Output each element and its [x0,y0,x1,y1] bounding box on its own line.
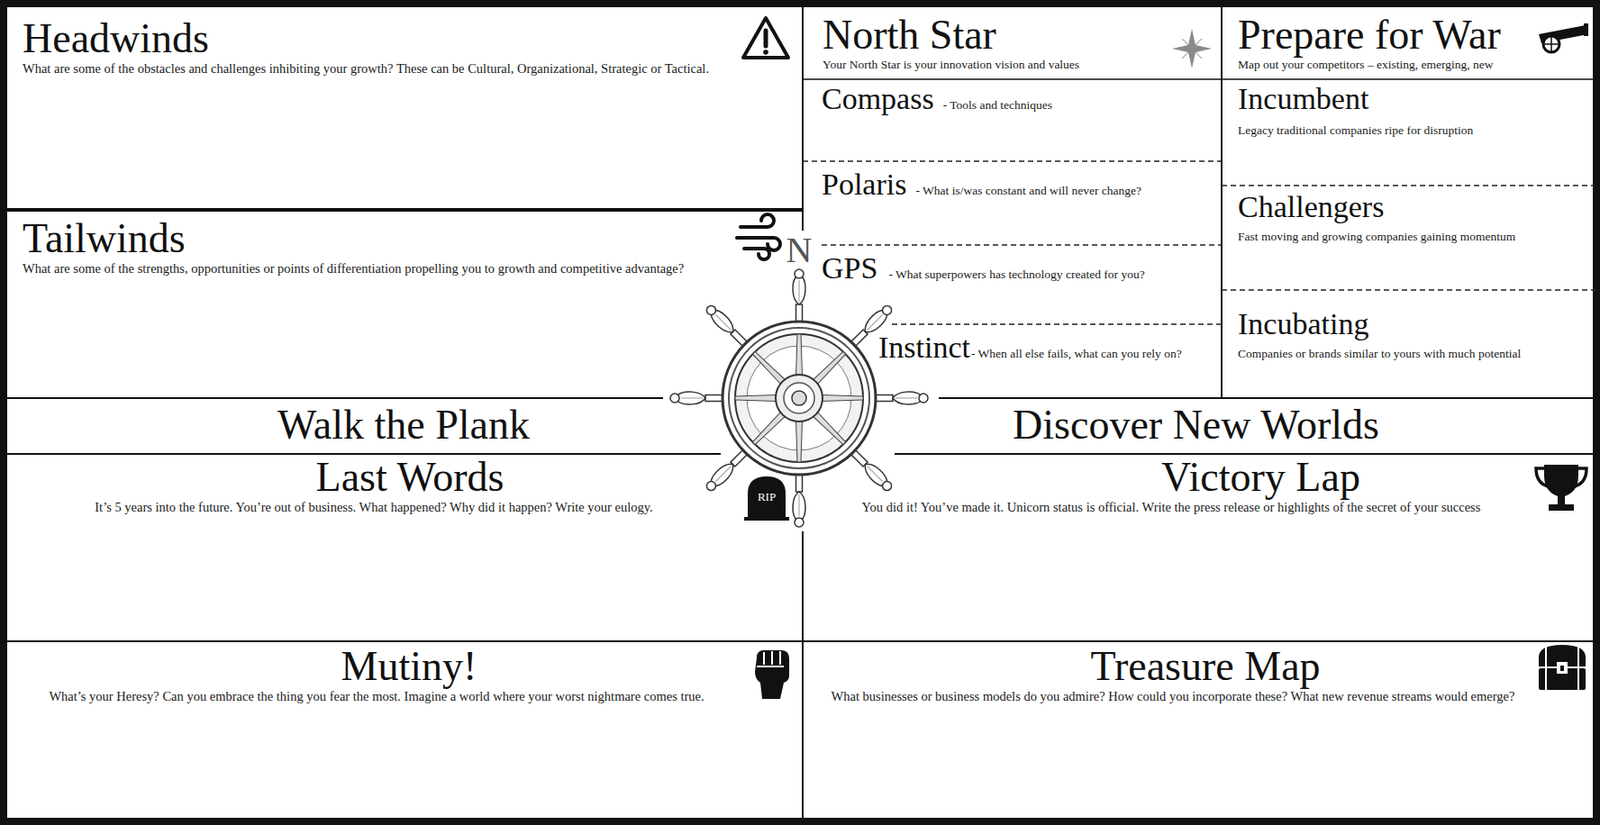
grid-line [801,531,804,822]
warning-icon [743,18,789,58]
gps-section: GPS - What superpowers has technology cre… [802,245,1222,325]
ship-wheel [670,269,928,528]
grid-line [802,78,1597,81]
section-prompt: You did it! You’ve made it. Unicorn stat… [824,499,1519,517]
grid-lines [7,7,1597,822]
section-prompt: - What is/was constant and will never ch… [915,182,1142,200]
section-heading: Compass [821,82,935,116]
dashed-divider [802,160,1222,163]
compass-section: Compass - Tools and techniques [802,79,1222,162]
dashed-dividers [802,161,1597,325]
section-heading: Tailwinds [22,217,798,261]
section-heading: Instinct [878,331,971,364]
tombstone-text: RIP [747,490,786,503]
section-heading: Mutiny! [20,645,798,689]
outer-frame [3,3,1597,822]
grid-line [1220,7,1223,399]
walk-the-plank-band: Walk the PlankLast WordsIt’s 5 years int… [9,398,803,825]
band-title: Walk the Plank [9,403,798,447]
section-prompt: Map out your competitors – existing, eme… [1237,56,1581,73]
tailwinds-panel: TailwindsWhat are some of the strengths,… [9,209,803,399]
discover-new-worlds-band: Discover New WorldsVictory LapYou did it… [802,398,1595,825]
instinct-section: Instinct- When all else fails, what can … [802,324,1222,399]
section-prompt: What’s your Heresy? Can you embrace the … [20,688,733,706]
victory-lap-panel: Victory LapYou did it! You’ve made it. U… [802,454,1595,642]
section-heading: Victory Lap [932,455,1590,500]
challengers-section: ChallengersFast moving and growing compa… [1221,185,1595,291]
section-prompt: Companies or brands similar to yours wit… [1237,345,1590,363]
section-heading: Challengers [1237,190,1590,224]
treasure-map-panel: Treasure MapWhat businesses or business … [802,641,1595,825]
dashed-divider [1221,289,1597,291]
star-icon [1172,28,1212,69]
grid-line [7,640,1597,643]
section-heading: Treasure Map [821,645,1590,689]
dashed-divider [1221,184,1597,187]
mutiny-panel: Mutiny!What’s your Heresy? Can you embra… [9,641,803,825]
polaris-section: Polaris - What is/was constant and will n… [802,161,1222,246]
section-prompt: What are some of the strengths, opportun… [22,260,735,278]
grid-line [7,397,664,400]
section-prompt: - Tools and techniques [943,97,1053,114]
section-prompt: What are some of the obstacles and chall… [22,60,744,78]
section-prompt: Your North Star is your innovation visio… [822,56,1165,73]
section-prompt: Fast moving and growing companies gainin… [1237,228,1590,246]
grid-line [938,397,1597,400]
cannon-icon [1538,23,1589,53]
section-heading: Incumbent [1237,82,1590,116]
tombstone-icon [744,476,790,521]
compass-north-letter: N [785,232,813,269]
section-prompt: What businesses or business models do yo… [821,688,1525,706]
section-heading: Last Words [22,455,798,500]
section-prompt: - When all else fails, what can you rely… [971,345,1182,363]
grid-line [801,7,804,231]
incumbent-section: IncumbentLegacy traditional companies ri… [1221,79,1595,186]
section-heading: Prepare for War [1237,13,1590,57]
section-prompt: Legacy traditional companies ripe for di… [1237,122,1590,139]
section-prompt: It’s 5 years into the future. You’re out… [22,499,726,517]
last-words-panel: Last WordsIt’s 5 years into the future. … [9,454,803,642]
treasure-chest-icon [1538,645,1586,691]
prepare-for-war-column: Prepare for WarMap out your competitors … [1221,9,1595,399]
dashed-divider [891,323,1222,326]
section-heading: GPS [821,252,878,285]
trophy-icon [1536,464,1587,511]
incubating-section: IncubatingCompanies or brands similar to… [1221,290,1595,399]
section-heading: Polaris [821,168,907,201]
north-star-column: North StarYour North Star is your innova… [802,9,1222,399]
band-title: Discover New Worlds [802,403,1590,447]
dashed-divider [821,244,1222,246]
section-prompt: - What superpowers has technology create… [888,266,1145,283]
section-heading: Incubating [1237,308,1590,341]
grid-line [7,453,721,455]
section-heading: North Star [822,13,1217,57]
wind-icon [736,214,781,260]
fist-icon [754,650,790,700]
grid-line [7,208,803,212]
headwinds-panel: HeadwindsWhat are some of the obstacles … [9,9,803,210]
grid-line [894,453,1597,455]
section-heading: Headwinds [22,17,798,61]
